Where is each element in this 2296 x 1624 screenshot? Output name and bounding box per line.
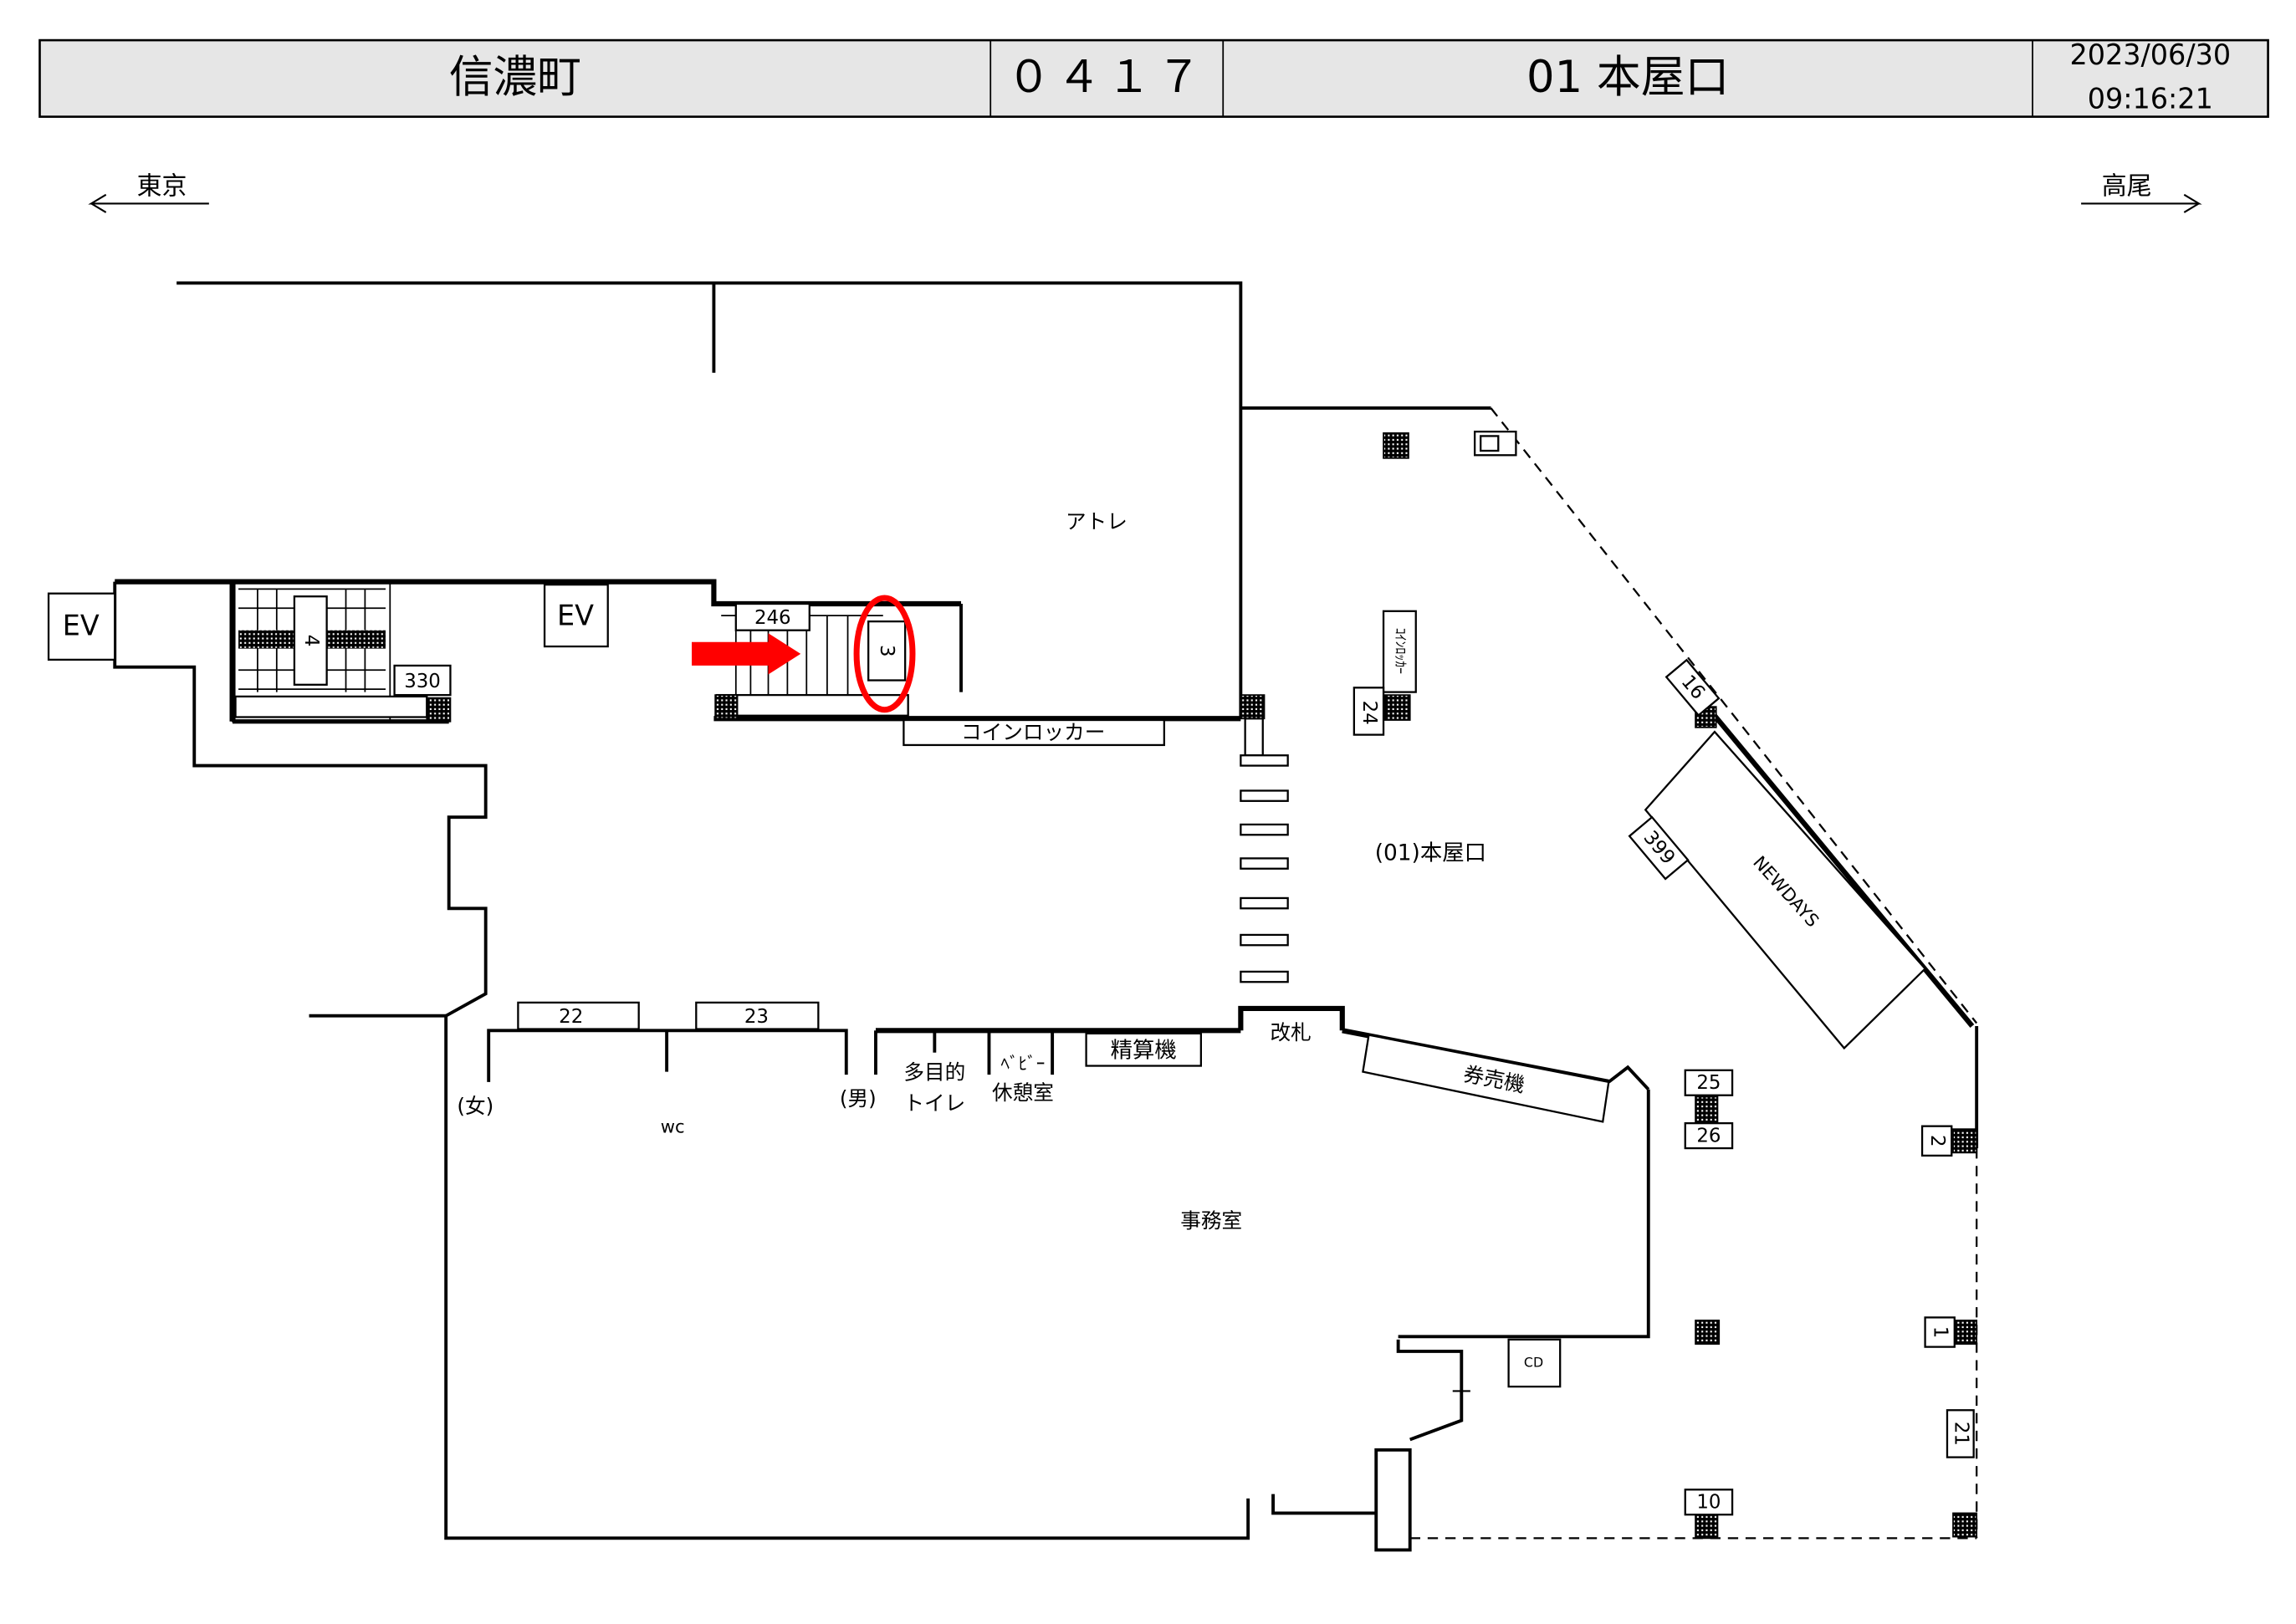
elevator-mid: EV xyxy=(557,599,594,631)
wc-label: wc xyxy=(661,1116,685,1136)
stairs-246: 246 3 xyxy=(715,602,909,717)
label-26: 26 xyxy=(1696,1125,1721,1147)
women-toilet-label: (女) xyxy=(457,1094,493,1118)
multipurpose-toilet-label-2: トイレ xyxy=(903,1090,965,1115)
ticket-gate-label: 改札 xyxy=(1271,1020,1312,1044)
office-label: 事務室 xyxy=(1180,1208,1242,1233)
direction-right-label: 高尾 xyxy=(2102,172,2152,202)
label-1: 1 xyxy=(1930,1326,1951,1339)
fare-adjustment-machine: 精算機 xyxy=(1111,1038,1177,1063)
baby-room-label-2: 休憩室 xyxy=(992,1080,1054,1105)
exit-name: 01 本屋口 xyxy=(1526,52,1729,103)
coin-locker-label: コインロッカー xyxy=(961,720,1105,744)
label-3: 3 xyxy=(876,645,897,657)
label-25: 25 xyxy=(1696,1072,1721,1094)
date: 2023/06/30 xyxy=(2069,38,2231,71)
header-bar: 信濃町 ０４１７ 01 本屋口 2023/06/30 09:16:21 xyxy=(38,38,2269,118)
direction-right: 高尾 xyxy=(2081,172,2202,213)
direction-left-label: 東京 xyxy=(137,172,187,202)
multipurpose-toilet-label-1: 多目的 xyxy=(903,1060,965,1084)
highlight-circle xyxy=(853,595,916,713)
cd-machine: CD xyxy=(1524,1354,1543,1370)
pillars xyxy=(426,432,1978,1540)
label-246: 246 xyxy=(754,607,791,629)
highlight-arrow xyxy=(692,633,801,675)
elevator-left: EV xyxy=(63,610,100,642)
baby-room-label-1: ﾍﾞﾋﾞｰ xyxy=(1001,1053,1046,1074)
station-code: ０４１７ xyxy=(1007,52,1207,103)
label-2: 2 xyxy=(1926,1135,1948,1147)
label-22: 22 xyxy=(559,1006,583,1028)
label-330: 330 xyxy=(404,671,441,692)
atre-label: アトレ xyxy=(1066,509,1128,534)
time: 09:16:21 xyxy=(2088,83,2213,115)
walls xyxy=(113,281,1979,1552)
label-24: 24 xyxy=(1358,701,1380,725)
label-21: 21 xyxy=(1950,1422,1971,1446)
station-name: 信濃町 xyxy=(449,52,581,103)
stairs-left: 4 330 xyxy=(229,580,452,724)
gate-markers xyxy=(1240,718,1289,983)
coin-locker-small-label: ｺｲﾝﾛｯｶｰ xyxy=(1393,628,1409,674)
exit-area-label: (01)本屋口 xyxy=(1375,841,1486,866)
label-10: 10 xyxy=(1696,1492,1721,1514)
ticket-device-icon xyxy=(1473,430,1517,457)
direction-left: 東京 xyxy=(88,172,209,213)
newdays-shop xyxy=(1644,730,1927,1050)
label-4: 4 xyxy=(300,635,322,647)
label-23: 23 xyxy=(744,1006,769,1028)
men-toilet-label: (男) xyxy=(840,1086,877,1111)
